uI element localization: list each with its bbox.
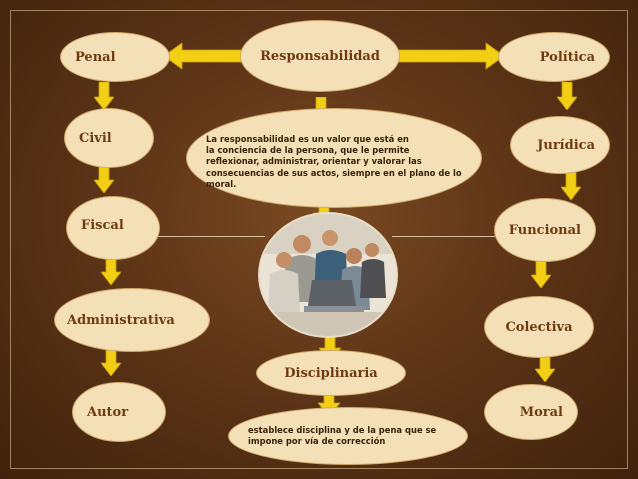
arrow-left-icon bbox=[164, 42, 254, 70]
arrow-down-icon bbox=[557, 82, 577, 110]
node-colectiva: Colectiva bbox=[484, 296, 594, 358]
node-politica: Política bbox=[498, 32, 610, 82]
arrow-down-icon bbox=[94, 165, 114, 193]
node-politica-label: Política bbox=[539, 49, 595, 65]
node-moral: Moral bbox=[484, 384, 578, 440]
node-administrativa: Administrativa bbox=[54, 288, 210, 352]
definition-line: La responsabilidad es un valor que está … bbox=[206, 134, 409, 144]
node-funcional-label: Funcional bbox=[508, 222, 581, 238]
node-fiscal: Fiscal bbox=[66, 196, 160, 260]
node-autor-label: Autor bbox=[87, 404, 129, 420]
node-penal: Penal bbox=[60, 32, 170, 82]
node-responsabilidad: Responsabilidad bbox=[240, 20, 400, 92]
node-autor: Autor bbox=[72, 382, 166, 442]
arrow-down-icon bbox=[535, 354, 555, 382]
disciplinaria-note-line: establece disciplina y de la pena que se bbox=[248, 425, 437, 435]
node-fiscal-label: Fiscal bbox=[81, 217, 124, 233]
definition-line: reflexionar, administrar, orientar y val… bbox=[206, 156, 422, 167]
node-administrativa-label: Administrativa bbox=[67, 312, 175, 328]
arrow-down-icon bbox=[94, 82, 114, 110]
definition-line: la conciencia de la persona, que le perm… bbox=[206, 145, 410, 156]
node-penal-label: Penal bbox=[75, 49, 116, 65]
definition-text: La responsabilidad es un valor que está … bbox=[206, 134, 462, 190]
team-meeting-illustration bbox=[260, 214, 396, 336]
arrow-down-icon bbox=[561, 172, 581, 200]
definition-line: moral. bbox=[206, 178, 237, 189]
connector-line-left bbox=[140, 236, 265, 237]
node-disciplinaria-label: Disciplinaria bbox=[284, 365, 378, 381]
disciplinaria-note-text: establece disciplina y de la pena que se… bbox=[248, 425, 436, 447]
node-civil-label: Civil bbox=[79, 130, 112, 146]
definition-ellipse bbox=[186, 108, 482, 208]
arrow-down-icon bbox=[101, 257, 121, 285]
disciplinaria-note-line: impone por vía de corrección bbox=[248, 436, 386, 447]
node-funcional: Funcional bbox=[494, 198, 596, 262]
team-meeting-photo bbox=[258, 212, 398, 338]
node-moral-label: Moral bbox=[519, 404, 563, 420]
slide-frame bbox=[10, 10, 628, 469]
arrow-down-icon bbox=[531, 260, 551, 288]
node-juridica: Jurídica bbox=[510, 116, 610, 174]
node-civil: Civil bbox=[64, 108, 154, 168]
node-colectiva-label: Colectiva bbox=[505, 319, 573, 335]
arrow-right-icon bbox=[394, 42, 504, 70]
definition-line: consecuencias de sus actos, siempre en e… bbox=[206, 167, 462, 178]
disciplinaria-note-ellipse bbox=[228, 407, 468, 465]
node-responsabilidad-label: Responsabilidad bbox=[260, 48, 380, 64]
node-disciplinaria: Disciplinaria bbox=[256, 350, 406, 396]
connector-line-right bbox=[392, 236, 510, 237]
node-juridica-label: Jurídica bbox=[537, 137, 595, 153]
arrow-down-icon bbox=[101, 348, 121, 376]
